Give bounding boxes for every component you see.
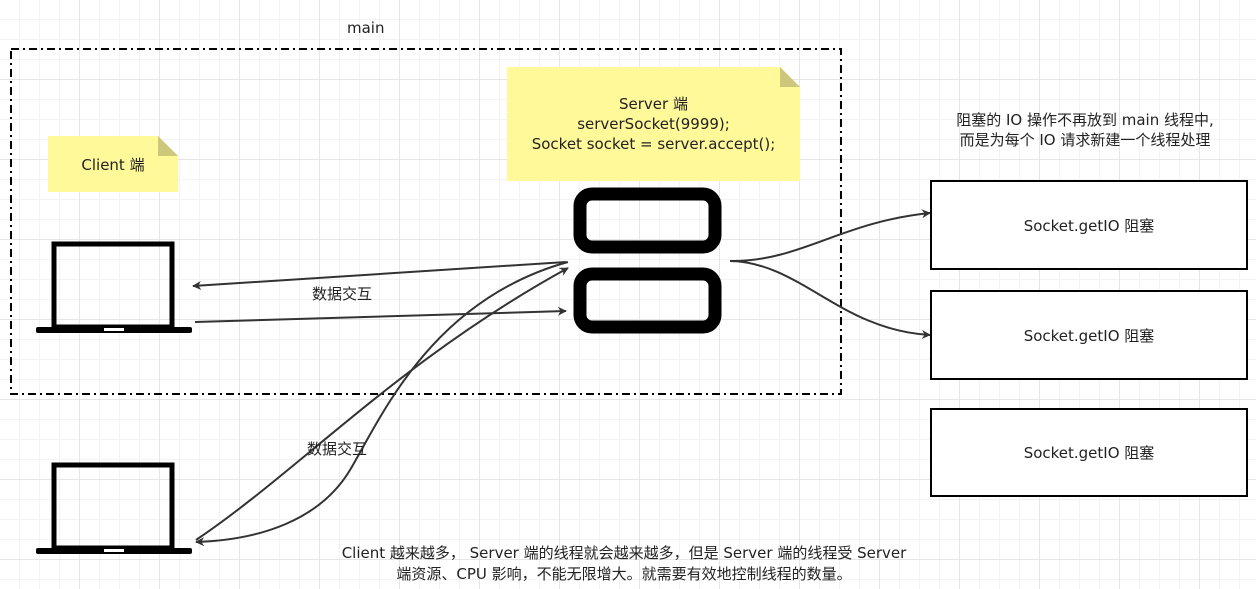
thread-box xyxy=(930,408,1248,497)
arrow-client2-to-server xyxy=(195,267,569,541)
arrow-server-to-thread-2 xyxy=(729,260,931,340)
server-note-line-3: Socket socket = server.accept(); xyxy=(531,135,776,153)
arrow-server-to-thread-1 xyxy=(729,209,931,263)
thread-box xyxy=(930,180,1248,270)
thread-note-line-2: 而是为每个 IO 请求新建一个线程处理 xyxy=(959,131,1211,149)
thread-box-label: Socket.getIO 阻塞 xyxy=(1023,216,1155,235)
client-note xyxy=(48,136,178,192)
client-note-text: Client 端 xyxy=(81,155,145,174)
laptop-icon xyxy=(36,462,192,554)
exchange-label-upper: 数据交互 xyxy=(312,285,373,303)
arrow-client-to-server xyxy=(194,306,567,323)
laptop-icon xyxy=(36,241,192,333)
bottom-note-line-2: 端资源、CPU 影响，不能无限增大。就需要有效地控制线程的数量。 xyxy=(396,565,852,583)
thread-box-label: Socket.getIO 阻塞 xyxy=(1023,444,1155,462)
exchange-label-lower: 数据交互 xyxy=(307,440,368,458)
bottom-note-line-1: Client 越来越多， Server 端的线程就会越来越多，但是 Server… xyxy=(341,544,907,562)
server-note-line-2: serverSocket(9999); xyxy=(577,115,730,133)
server-note xyxy=(507,67,800,181)
thread-box-label: Socket.getIO 阻塞 xyxy=(1023,326,1155,345)
main-frame-label: main xyxy=(347,19,385,37)
thread-note-line-1: 阻塞的 IO 操作不再放到 main 线程中, xyxy=(956,111,1214,129)
arrow-server-to-client2 xyxy=(195,261,569,547)
thread-box xyxy=(930,290,1248,380)
arrow-server-to-client xyxy=(192,261,567,290)
server-note-line-1: Server 端 xyxy=(619,95,688,113)
main-frame xyxy=(10,48,842,395)
server-icon xyxy=(573,187,722,334)
